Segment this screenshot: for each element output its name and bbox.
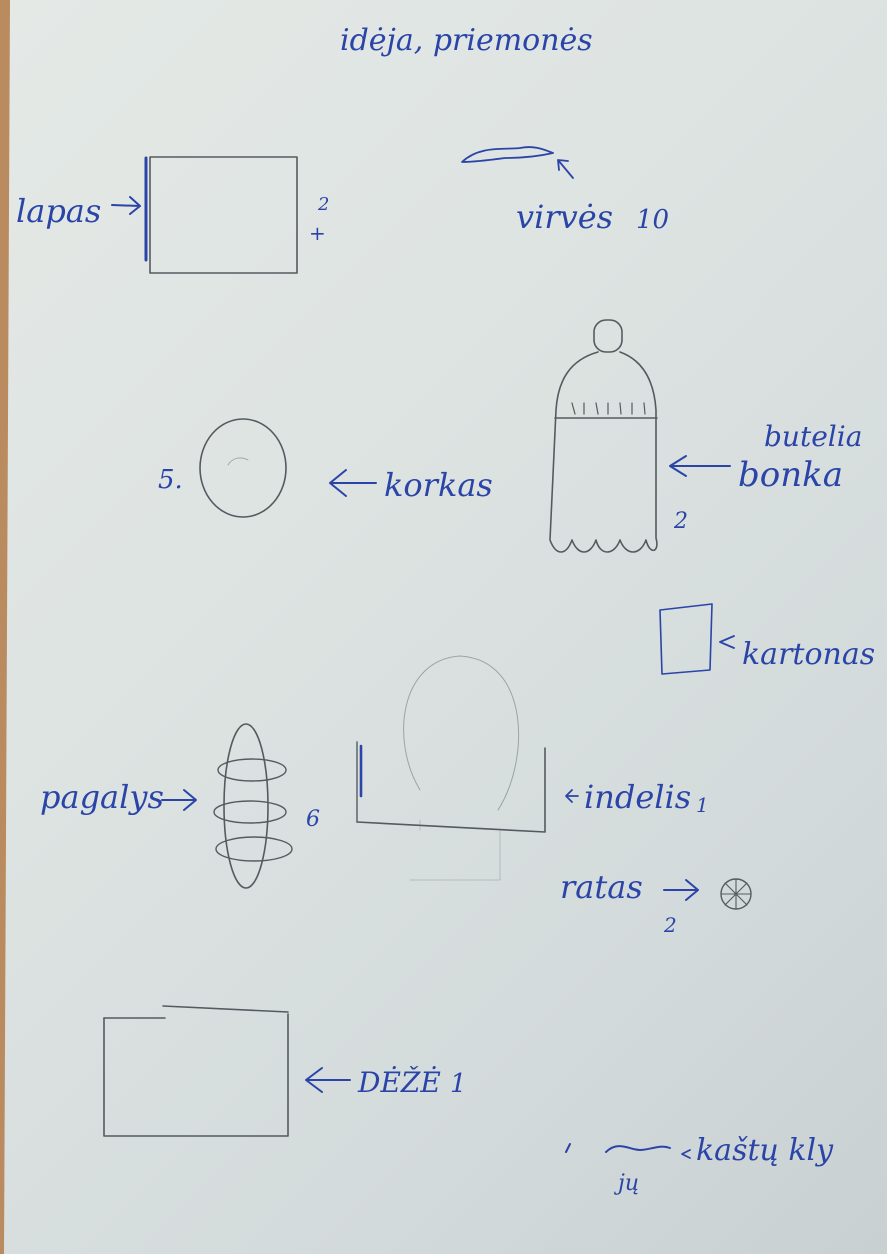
count-lapas: 2 <box>317 194 329 215</box>
label-kastu: kaštų kly <box>696 1133 834 1168</box>
count-indelis: 1 <box>696 793 709 817</box>
count-korkas: 5. <box>158 465 183 495</box>
cork-sketch <box>199 418 287 518</box>
count-ratas: 2 <box>663 913 677 937</box>
arrow-indelis <box>565 789 579 803</box>
bottle-sketch <box>549 319 658 553</box>
label-virves: virvės <box>516 198 613 236</box>
count-bonka: 2 <box>673 509 688 534</box>
rope-sketch <box>461 146 554 163</box>
count-deze: 1 <box>450 1069 467 1099</box>
arrow-kartonas <box>719 635 735 649</box>
wheel-sketch <box>720 878 752 910</box>
arrow-ratas <box>663 879 699 901</box>
comma-mark <box>565 1143 571 1153</box>
label-ratas: ratas <box>560 868 643 906</box>
sheet-of-paper-sketch <box>144 156 298 274</box>
label-deze: DĖŽĖ <box>357 1066 441 1099</box>
label-korkas: korkas <box>384 466 493 504</box>
note-kastu: jų <box>613 1171 639 1196</box>
arrow-virves <box>557 159 574 179</box>
box-sketch <box>103 1005 289 1137</box>
page-title: idėja, priemonės <box>340 23 593 58</box>
arrow-lapas <box>111 196 141 215</box>
label-kartonas: kartonas <box>742 637 875 672</box>
arrow-korkas <box>329 469 377 497</box>
stick-sketch <box>213 723 293 889</box>
count-lapas-plus: + <box>309 221 326 245</box>
arrow-kastu <box>681 1149 691 1159</box>
label-indelis: indelis <box>584 778 691 816</box>
label-butelis: butelia <box>764 420 862 453</box>
label-bonka: bonka <box>738 455 843 495</box>
jar-sketch <box>356 655 546 881</box>
arrow-pagalys <box>161 789 197 811</box>
arrow-deze <box>305 1067 351 1093</box>
chestnut-sketch <box>605 1145 671 1153</box>
cardboard-sketch <box>659 603 713 675</box>
label-pagalys: pagalys <box>40 778 164 816</box>
count-virves: 10 <box>636 205 669 235</box>
label-lapas: lapas <box>16 192 101 230</box>
count-pagalys: 6 <box>306 807 320 832</box>
arrow-bonka <box>669 455 731 477</box>
